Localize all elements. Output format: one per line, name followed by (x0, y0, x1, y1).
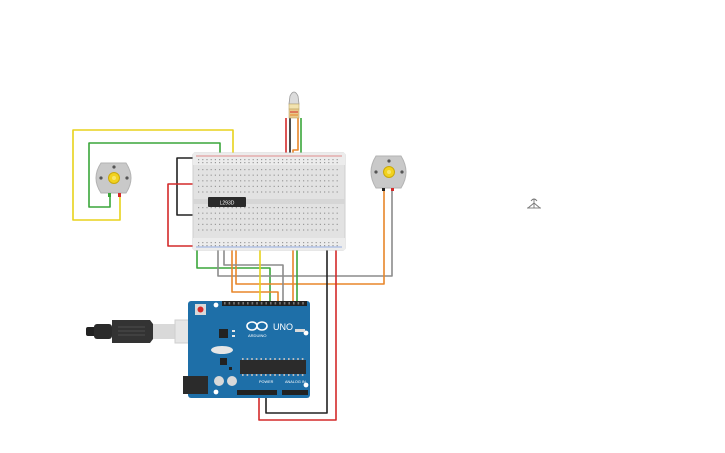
breadboard[interactable] (192, 152, 346, 251)
wire-black-power[interactable] (265, 240, 328, 414)
move-cursor-icon (527, 198, 541, 209)
wire-red-vcc[interactable] (167, 183, 205, 247)
mcu-chip-pins (242, 358, 304, 376)
dc-motor-left[interactable] (95, 162, 132, 197)
arduino-logo-icon (246, 321, 268, 331)
breadboard-holes (198, 159, 338, 247)
digital-header-pins (224, 302, 304, 305)
analog-header-label: ANALOG IN (285, 380, 306, 384)
board-brand-label: ARDUINO (248, 333, 266, 338)
dc-motor-right[interactable] (370, 155, 407, 191)
motor-driver-chip[interactable]: L293D (208, 197, 246, 207)
usb-cable-icon (112, 320, 153, 343)
chip-label: L293D (220, 201, 235, 207)
photoresistor-sensor[interactable] (288, 91, 300, 119)
wire-black-gnd[interactable] (176, 157, 205, 216)
power-header-label: POWER (259, 380, 274, 384)
board-model-label: UNO (273, 322, 293, 332)
arduino-uno-board[interactable]: UNO ARDUINO POWER ANALOG IN (183, 301, 310, 398)
photoresistor-icon (288, 91, 300, 105)
wire-green-left-motor[interactable] (88, 142, 221, 208)
